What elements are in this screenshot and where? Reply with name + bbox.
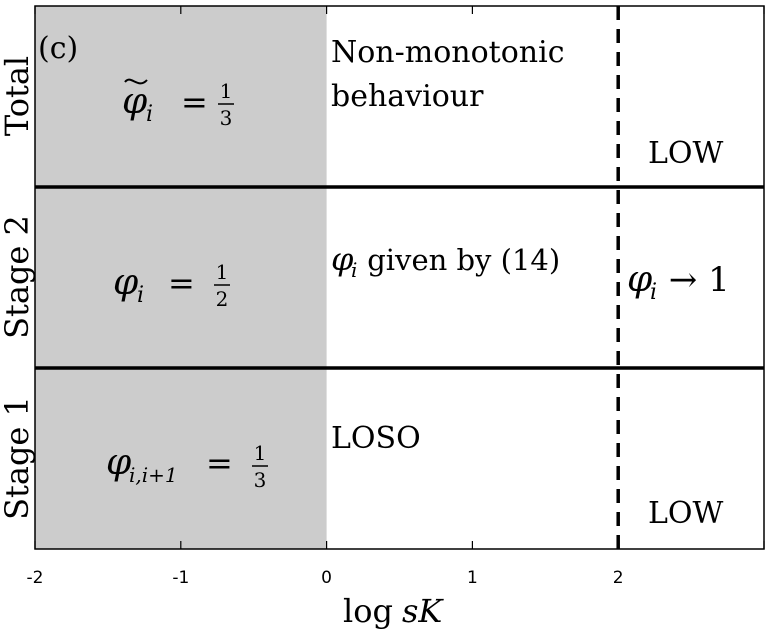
- row-label-stage1: Stage 1: [0, 396, 36, 520]
- x-axis-label-var: sK: [402, 592, 444, 630]
- stage1-frac-den: 3: [254, 468, 267, 492]
- stage2-phi-symbol: φ: [113, 262, 139, 303]
- x-axis-label-prefix: log: [343, 592, 403, 630]
- x-tick-label: 1: [467, 568, 478, 588]
- stage2-text-phi: φ: [331, 240, 354, 278]
- x-axis-label: log sK: [343, 592, 444, 630]
- x-tick-label: 0: [321, 568, 332, 588]
- total-frac-den: 3: [220, 106, 233, 130]
- panel-label: (c): [38, 31, 78, 66]
- stage2-equals: =: [168, 264, 195, 302]
- x-axis-ticks: -2 -1 0 1 2: [27, 6, 765, 588]
- stage2-text: φ i given by (14): [331, 240, 560, 282]
- stage2-frac-den: 2: [216, 287, 229, 311]
- stage2-phi-subscript: i: [137, 283, 144, 308]
- stage2-right: φ i → 1: [627, 259, 730, 305]
- x-tick-label: 2: [613, 568, 624, 588]
- stage2-right-rest: → 1: [658, 260, 730, 300]
- total-shaded-formula: φ i = 1 3: [122, 78, 234, 130]
- total-text-line-2: behaviour: [331, 79, 484, 114]
- total-phi-symbol: φ: [122, 81, 148, 122]
- total-right-text: LOW: [648, 136, 724, 171]
- stage2-text-rest: given by (14): [358, 243, 560, 277]
- total-equals: =: [181, 83, 208, 121]
- stage2-right-phi: φ: [627, 259, 653, 300]
- stage2-right-sub: i: [650, 280, 657, 305]
- stage1-shaded-formula: φ i,i+1 = 1 3: [106, 441, 268, 492]
- stage2-shaded-formula: φ i = 1 2: [113, 260, 230, 311]
- stage1-right-text: LOW: [648, 496, 724, 531]
- x-tick-label: -2: [27, 568, 44, 588]
- total-text-line-1: Non-monotonic: [331, 35, 565, 70]
- stage1-text: LOSO: [331, 421, 421, 456]
- shaded-region: [35, 6, 327, 549]
- stage2-frac-num: 1: [216, 260, 229, 284]
- x-tick-label: -1: [172, 568, 189, 588]
- total-frac-num: 1: [220, 79, 233, 103]
- row-label-stage2: Stage 2: [0, 215, 36, 339]
- tilde-mark: [124, 78, 148, 85]
- total-phi-subscript: i: [146, 102, 153, 127]
- stage1-equals: =: [206, 444, 233, 482]
- plot-frame: [34, 5, 765, 550]
- stage2-text-sub: i: [351, 258, 357, 282]
- stage1-phi-symbol: φ: [106, 442, 132, 483]
- stage1-phi-subscript: i,i+1: [129, 463, 178, 487]
- stage1-frac-num: 1: [254, 441, 267, 465]
- row-label-total: Total: [0, 56, 36, 136]
